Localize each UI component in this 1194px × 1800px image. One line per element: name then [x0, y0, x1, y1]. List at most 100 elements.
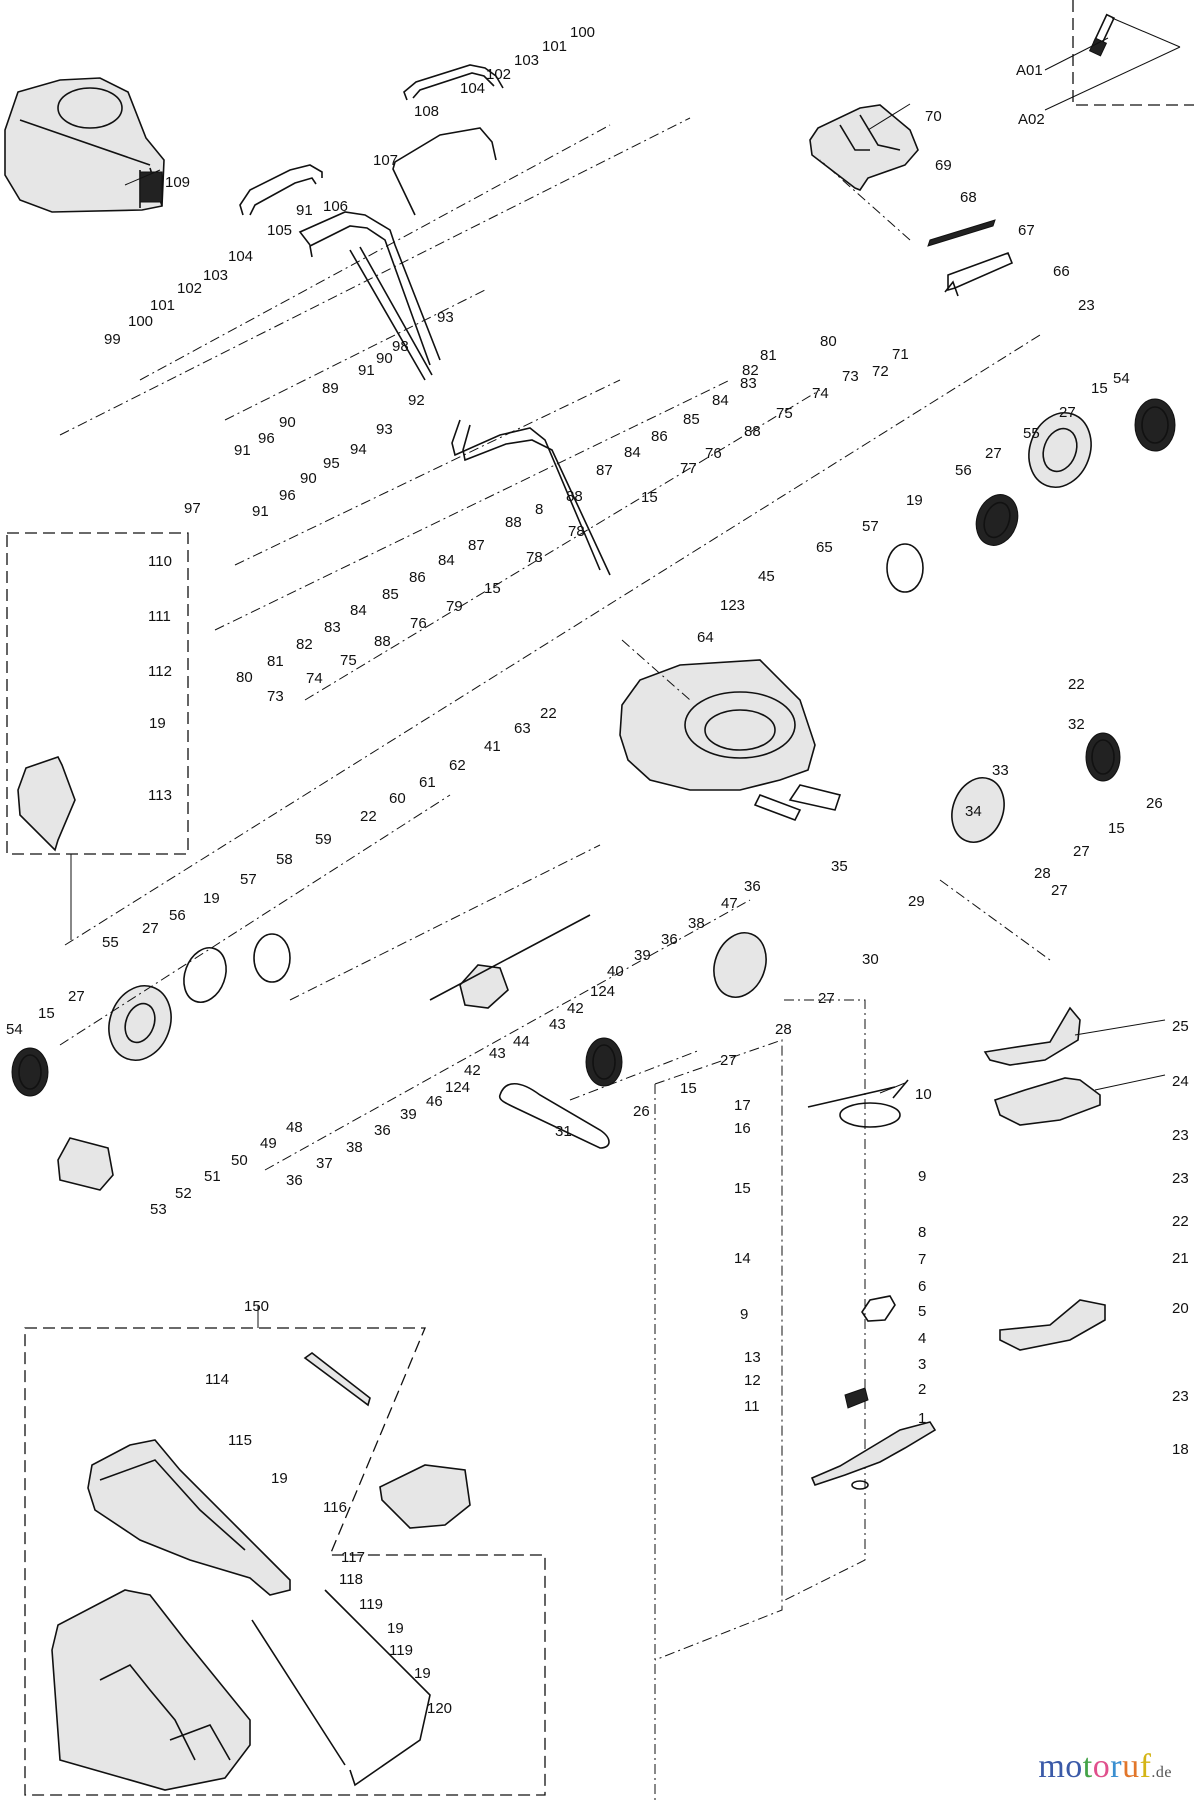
watermark-letter: u	[1122, 1748, 1140, 1785]
watermark-letter: m	[1038, 1748, 1066, 1785]
part-callout-84: 84	[438, 552, 455, 569]
drive-belt-part	[498, 1082, 610, 1149]
part-callout-22: 22	[360, 808, 377, 825]
part-callout-36: 36	[661, 931, 678, 948]
part-callout-18: 18	[1172, 1441, 1189, 1458]
part-callout-12: 12	[744, 1372, 761, 1389]
part-callout-85: 85	[683, 411, 700, 428]
part-callout-63: 63	[514, 720, 531, 737]
part-callout-108: 108	[414, 103, 439, 120]
part-callout-55: 55	[102, 934, 119, 951]
part-callout-87: 87	[596, 462, 613, 479]
part-callout-8: 8	[535, 501, 543, 518]
part-callout-15: 15	[734, 1180, 751, 1197]
part-callout-6: 6	[918, 1278, 926, 1295]
part-callout-27: 27	[1051, 882, 1068, 899]
watermark-letter: r	[1110, 1748, 1123, 1785]
part-callout-114: 114	[205, 1371, 229, 1388]
part-callout-26: 26	[1146, 795, 1163, 812]
rear-wheel-left	[11, 933, 291, 1097]
part-callout-24: 24	[1172, 1073, 1189, 1090]
part-callout-29: 29	[908, 893, 925, 910]
watermark-suffix: .de	[1151, 1764, 1172, 1781]
part-callout-1: 1	[918, 1410, 926, 1427]
part-callout-20: 20	[1172, 1300, 1189, 1317]
part-callout-76: 76	[705, 445, 722, 462]
part-callout-2: 2	[918, 1381, 926, 1398]
part-callout-61: 61	[419, 774, 436, 791]
part-callout-51: 51	[204, 1168, 221, 1185]
part-callout-117: 117	[341, 1549, 365, 1566]
part-callout-81: 81	[267, 653, 284, 670]
part-callout-19: 19	[414, 1665, 431, 1682]
part-callout-115: 115	[228, 1432, 252, 1449]
watermark-letter: o	[1092, 1748, 1111, 1785]
engine-cover-part	[809, 104, 919, 191]
part-callout-27: 27	[68, 988, 85, 1005]
part-callout-75: 75	[776, 405, 793, 422]
part-callout-34: 34	[965, 803, 982, 820]
part-callout-72: 72	[872, 363, 889, 380]
part-callout-73: 73	[267, 688, 284, 705]
part-callout-86: 86	[409, 569, 426, 586]
part-callout-58: 58	[276, 851, 293, 868]
part-callout-119: 119	[359, 1596, 383, 1613]
part-callout-71: 71	[892, 346, 909, 363]
part-callout-15: 15	[38, 1005, 55, 1022]
part-callout-23: 23	[1172, 1127, 1189, 1144]
part-callout-82: 82	[296, 636, 313, 653]
part-callout-96: 96	[258, 430, 275, 447]
part-callout-15: 15	[680, 1080, 697, 1097]
part-callout-84: 84	[712, 392, 729, 409]
part-callout-54: 54	[6, 1021, 23, 1038]
part-callout-27: 27	[142, 920, 159, 937]
part-callout-83: 83	[324, 619, 341, 636]
deflector-part	[379, 1464, 471, 1529]
part-callout-19: 19	[203, 890, 220, 907]
part-callout-90: 90	[376, 350, 393, 367]
part-callout-15: 15	[641, 489, 658, 506]
part-callout-23: 23	[1172, 1170, 1189, 1187]
part-callout-44: 44	[513, 1033, 530, 1050]
part-callout-87: 87	[468, 537, 485, 554]
part-callout-48: 48	[286, 1119, 303, 1136]
part-callout-41: 41	[484, 738, 501, 755]
part-callout-69: 69	[935, 157, 952, 174]
part-callout-53: 53	[150, 1201, 167, 1218]
part-callout-102: 102	[486, 66, 511, 83]
part-callout-22: 22	[1172, 1213, 1189, 1230]
part-callout-13: 13	[744, 1349, 761, 1366]
part-callout-99: 99	[104, 331, 121, 348]
engine-part	[4, 77, 165, 213]
part-callout-78: 78	[568, 523, 585, 540]
part-callout-100: 100	[128, 313, 153, 330]
part-callout-111: 111	[148, 608, 171, 625]
part-callout-101: 101	[150, 297, 175, 314]
mulch-kit-group-box	[6, 532, 189, 855]
part-callout-59: 59	[315, 831, 332, 848]
part-callout-75: 75	[340, 652, 357, 669]
part-callout-17: 17	[734, 1097, 751, 1114]
part-callout-22: 22	[540, 705, 557, 722]
part-callout-92: 92	[408, 392, 425, 409]
part-callout-110: 110	[148, 553, 172, 570]
part-callout-90: 90	[300, 470, 317, 487]
part-callout-27: 27	[720, 1052, 737, 1069]
part-callout-7: 7	[918, 1251, 926, 1268]
callout-labels: 1001011031021041081071091069110510410310…	[6, 24, 1189, 1717]
upper-handle-part	[239, 64, 611, 576]
part-callout-16: 16	[734, 1120, 751, 1137]
gearbox-part	[459, 964, 509, 1009]
part-callout-54: 54	[1113, 370, 1130, 387]
part-callout-26: 26	[633, 1103, 650, 1120]
part-callout-40: 40	[607, 963, 624, 980]
part-callout-19: 19	[387, 1620, 404, 1637]
part-callout-57: 57	[240, 871, 257, 888]
part-callout-57: 57	[862, 518, 879, 535]
part-callout-64: 64	[697, 629, 714, 646]
part-callout-19: 19	[149, 715, 166, 732]
leader-lines	[59, 37, 1181, 1171]
part-callout-98: 98	[392, 338, 409, 355]
part-callout-113: 113	[148, 787, 172, 804]
